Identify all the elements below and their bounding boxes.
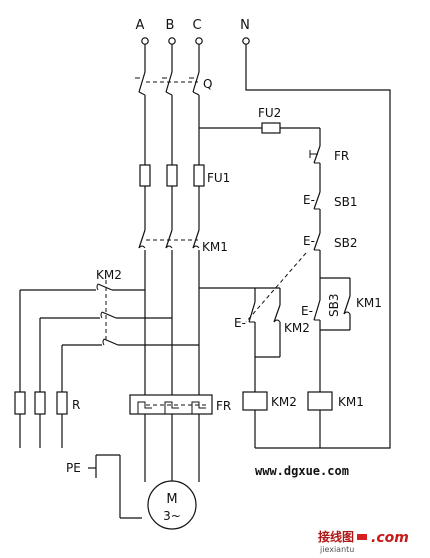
sb3-mark: E- (301, 304, 313, 318)
logo-mark (357, 534, 367, 540)
motor: M 3~ (147, 480, 197, 530)
km1-main-label: KM1 (202, 240, 228, 254)
fuse-fu2-label: FU2 (258, 106, 281, 120)
neutral-wire (245, 44, 391, 449)
phase-a-label: A (136, 18, 145, 33)
coil-km1-label: KM1 (338, 395, 364, 409)
km2-main-label: KM2 (96, 268, 122, 282)
thermal-relay-fr: FR (129, 394, 231, 415)
terminal-a (141, 37, 149, 45)
km2-main-contacts: KM2 (19, 268, 199, 392)
sb2-mark: E- (303, 234, 315, 248)
site-url: www.dgxue.com (255, 464, 349, 478)
km2-aux-branch: E- KM2 (234, 287, 310, 392)
sb1-mark: E- (303, 193, 315, 207)
fuse-fu1-label: FU1 (207, 171, 230, 185)
coil-km2 (242, 391, 268, 411)
sb1-label: SB1 (334, 195, 357, 209)
thermal-contact-fr: FR (309, 145, 349, 192)
resistor-r-label: R (72, 398, 80, 412)
coil-km2-label: KM2 (271, 395, 297, 409)
terminal-c (195, 37, 203, 45)
watermark: www.dgxue.com 接线图 .com jiexiantu (255, 464, 409, 554)
stop-button-sb1: E- SB1 (303, 191, 357, 233)
resistors-r: R (14, 391, 80, 415)
terminal-b (168, 37, 176, 45)
motor-phase-label: 3~ (163, 509, 181, 523)
control-circuit: FU2 FR E- SB1 E- SB2 (199, 106, 382, 449)
thermal-relay-fr-label: FR (216, 399, 231, 413)
thermal-contact-fr-label: FR (334, 149, 349, 163)
supply-terminals: A B C N (136, 18, 250, 45)
phase-b-label: B (166, 18, 175, 33)
km2-branch-mark: E- (234, 316, 246, 330)
km2-aux-label: KM2 (284, 321, 310, 335)
terminal-n (242, 37, 250, 45)
ground-pe-label: PE (66, 461, 81, 475)
main-power-lines (144, 44, 200, 482)
km1-aux-label: KM1 (356, 296, 382, 310)
sb3-label: SB3 (327, 294, 341, 317)
neutral-label: N (240, 18, 250, 33)
switch-q-label: Q (203, 77, 212, 91)
interlock-link (245, 252, 307, 323)
coils: KM2 KM1 (242, 391, 364, 449)
ground-pe: PE (66, 454, 142, 519)
main-switch-q: Q (135, 71, 212, 96)
km1-aux-contact: KM1 (320, 278, 382, 331)
fuse-fu2 (261, 122, 281, 134)
start-button-sb3: E- SB3 (301, 278, 341, 395)
logo-subtext: jiexiantu (319, 545, 354, 554)
fuses-fu1: FU1 (139, 164, 230, 187)
km1-main-contacts: KM1 (138, 229, 228, 254)
motor-label: M (166, 492, 177, 507)
logo-text: 接线图 (318, 529, 354, 544)
phase-c-label: C (192, 18, 201, 33)
start-button-sb2: E- SB2 (303, 232, 357, 278)
logo-suffix: .com (371, 530, 409, 546)
coil-km1 (307, 391, 333, 411)
sb2-label: SB2 (334, 236, 357, 250)
reversing-crossover (19, 414, 63, 448)
